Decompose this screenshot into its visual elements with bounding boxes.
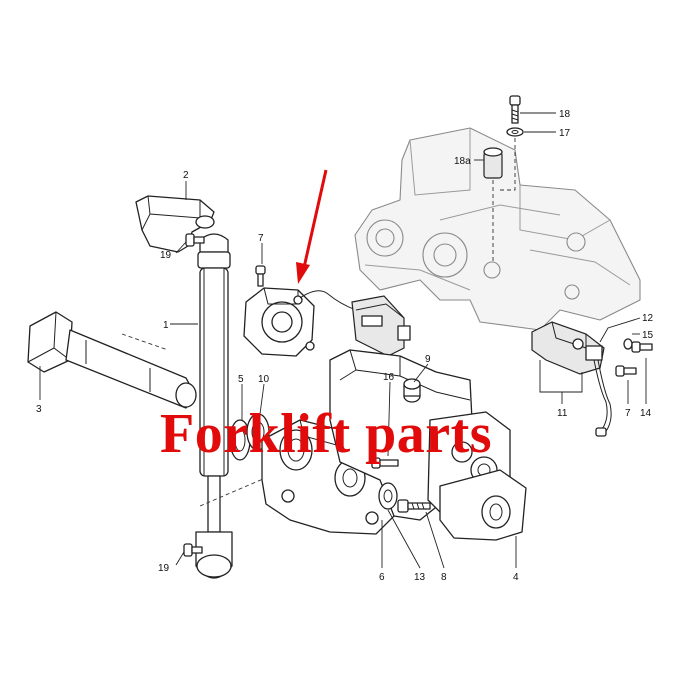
- switch-assembly-11: [531, 321, 612, 437]
- callout-12: 12: [642, 313, 654, 324]
- screw-7-right: [615, 365, 637, 377]
- callout-10: 10: [258, 374, 270, 385]
- callout-6: 6: [379, 572, 385, 583]
- callout-18a: 18a: [454, 156, 471, 167]
- seal-5: [229, 419, 251, 461]
- sensor-connector: [351, 295, 411, 357]
- callout-3: 3: [36, 404, 42, 415]
- bush-9: [403, 378, 421, 403]
- leader-lines: [39, 112, 647, 569]
- screw-16: [371, 457, 399, 469]
- callout-1: 1: [163, 320, 169, 331]
- bolt-8: [397, 499, 431, 513]
- mount-bracket-4: [329, 349, 527, 541]
- callout-17: 17: [559, 128, 571, 139]
- pivot-pin-3: [27, 311, 197, 409]
- frame-mount-ghost: [354, 127, 641, 331]
- upper-bracket-2: [135, 195, 215, 253]
- callout-4: 4: [513, 572, 519, 583]
- callout-8: 8: [441, 572, 447, 583]
- callout-18: 18: [559, 109, 571, 120]
- sleeve-18a: [483, 147, 503, 179]
- callout-7: 7: [258, 233, 264, 244]
- red-arrow: [296, 169, 328, 284]
- screw-19-bottom: [183, 543, 203, 557]
- callout-19: 19: [160, 250, 172, 261]
- gas-strut-1: [195, 233, 233, 579]
- callout-13: 13: [414, 572, 426, 583]
- callout-16: 16: [383, 372, 395, 383]
- screw-7-left: [255, 265, 266, 287]
- washer-13: [378, 482, 398, 510]
- washer-15: [623, 338, 633, 350]
- screw-14: [631, 341, 653, 353]
- callout-14: 14: [640, 408, 652, 419]
- callout-11: 11: [557, 408, 568, 419]
- callout-2: 2: [183, 170, 189, 181]
- callout-9: 9: [425, 354, 431, 365]
- callout-7: 7: [625, 408, 631, 419]
- callout-19: 19: [158, 563, 170, 574]
- watermark-text: Forklift parts: [160, 403, 492, 465]
- washer-17: [506, 127, 524, 137]
- callout-15: 15: [642, 330, 654, 341]
- screw-19-top: [185, 233, 205, 247]
- position-sensor: [243, 287, 357, 357]
- callout-5: 5: [238, 374, 244, 385]
- bolt-18: [509, 95, 521, 124]
- callout-labels: 2 7 19 1 3 5 10 16 9 19 6 13 8 4 18 17 1…: [36, 109, 654, 583]
